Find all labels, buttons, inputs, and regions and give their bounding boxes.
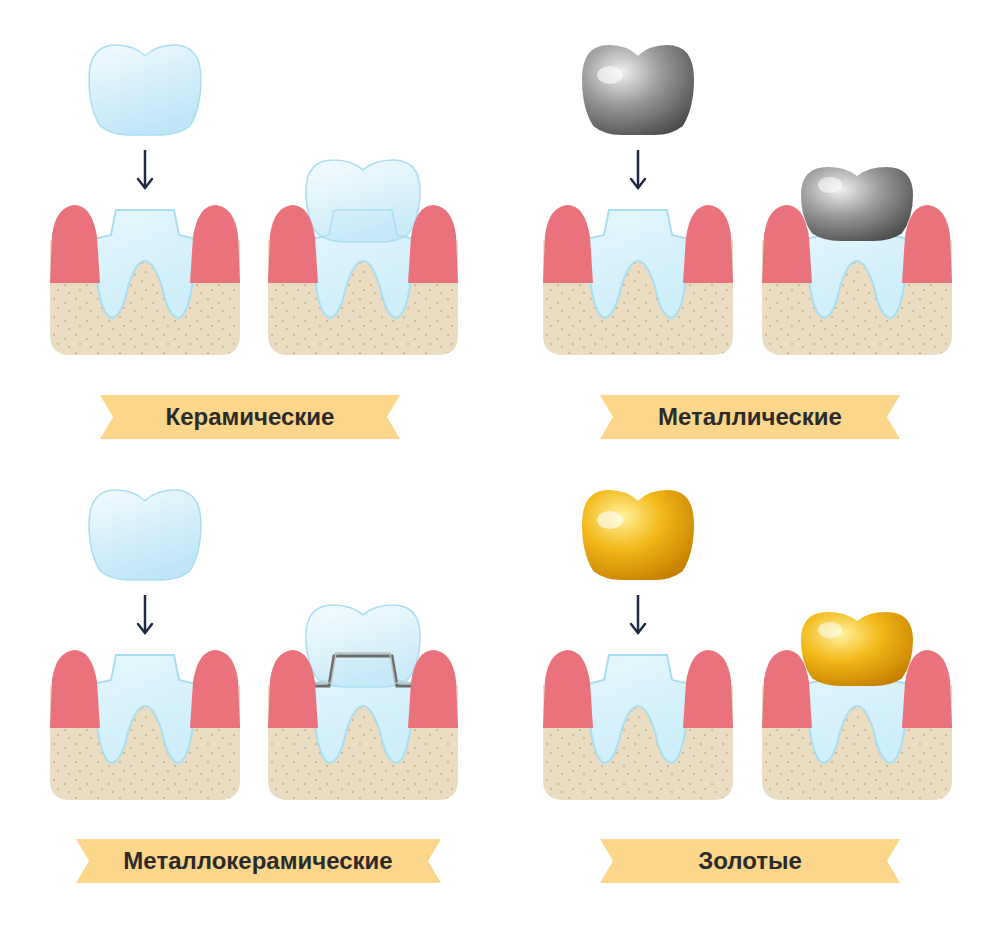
arrow [144, 150, 147, 188]
highlight [818, 622, 842, 638]
arrow [144, 595, 147, 633]
ribbon-fill [100, 395, 400, 439]
gum [902, 205, 952, 283]
gum [762, 650, 812, 728]
ribbon-banner: Золотые [600, 839, 900, 883]
placed-crown [801, 167, 913, 241]
gum [408, 650, 458, 728]
banner-label: Золотые [698, 848, 802, 874]
tooth [762, 167, 952, 355]
gum [683, 650, 733, 728]
crown [89, 45, 201, 135]
gum [50, 205, 100, 283]
gum [543, 650, 593, 728]
crown [89, 490, 201, 580]
tooth [268, 605, 458, 800]
gum [268, 650, 318, 728]
tooth [762, 612, 952, 800]
crown [582, 45, 694, 135]
tooth [268, 160, 458, 355]
tooth [50, 650, 240, 800]
stump-outline [334, 655, 418, 685]
stump-outline [334, 210, 418, 240]
highlight [597, 66, 623, 84]
ribbon-banner: Металлокерамические [76, 839, 441, 883]
tooth-stump [583, 210, 693, 318]
tooth [543, 650, 733, 800]
banner-label: Керамические [166, 404, 335, 430]
gum [543, 205, 593, 283]
highlight [818, 177, 842, 193]
banner-label: Металлические [658, 404, 842, 430]
gum [50, 650, 100, 728]
ribbon-fill [600, 395, 900, 439]
gum [683, 205, 733, 283]
tooth [543, 205, 733, 355]
metal-cap [306, 656, 420, 686]
tooth-stump [90, 210, 200, 318]
placed-crown [801, 612, 913, 686]
ribbon-fill [76, 839, 441, 883]
ribbon-fill [600, 839, 900, 883]
tooth-stump [583, 655, 693, 763]
ribbon-banner: Керамические [100, 395, 400, 439]
gum [902, 650, 952, 728]
gum [190, 205, 240, 283]
crown [582, 490, 694, 580]
highlight [597, 511, 623, 529]
arrow-head [138, 179, 152, 188]
gum [762, 205, 812, 283]
tooth [50, 205, 240, 355]
banner-label: Металлокерамические [123, 848, 392, 874]
tooth-stump [90, 655, 200, 763]
arrow-head [631, 179, 645, 188]
metal-cap [308, 653, 418, 683]
ribbon-banner: Металлические [600, 395, 900, 439]
arrow-head [138, 624, 152, 633]
arrow [637, 150, 640, 188]
placed-crown [306, 160, 420, 242]
placed-crown [306, 605, 420, 687]
arrow-head [631, 624, 645, 633]
gum [268, 205, 318, 283]
arrow [637, 595, 640, 633]
gum [408, 205, 458, 283]
gum [190, 650, 240, 728]
